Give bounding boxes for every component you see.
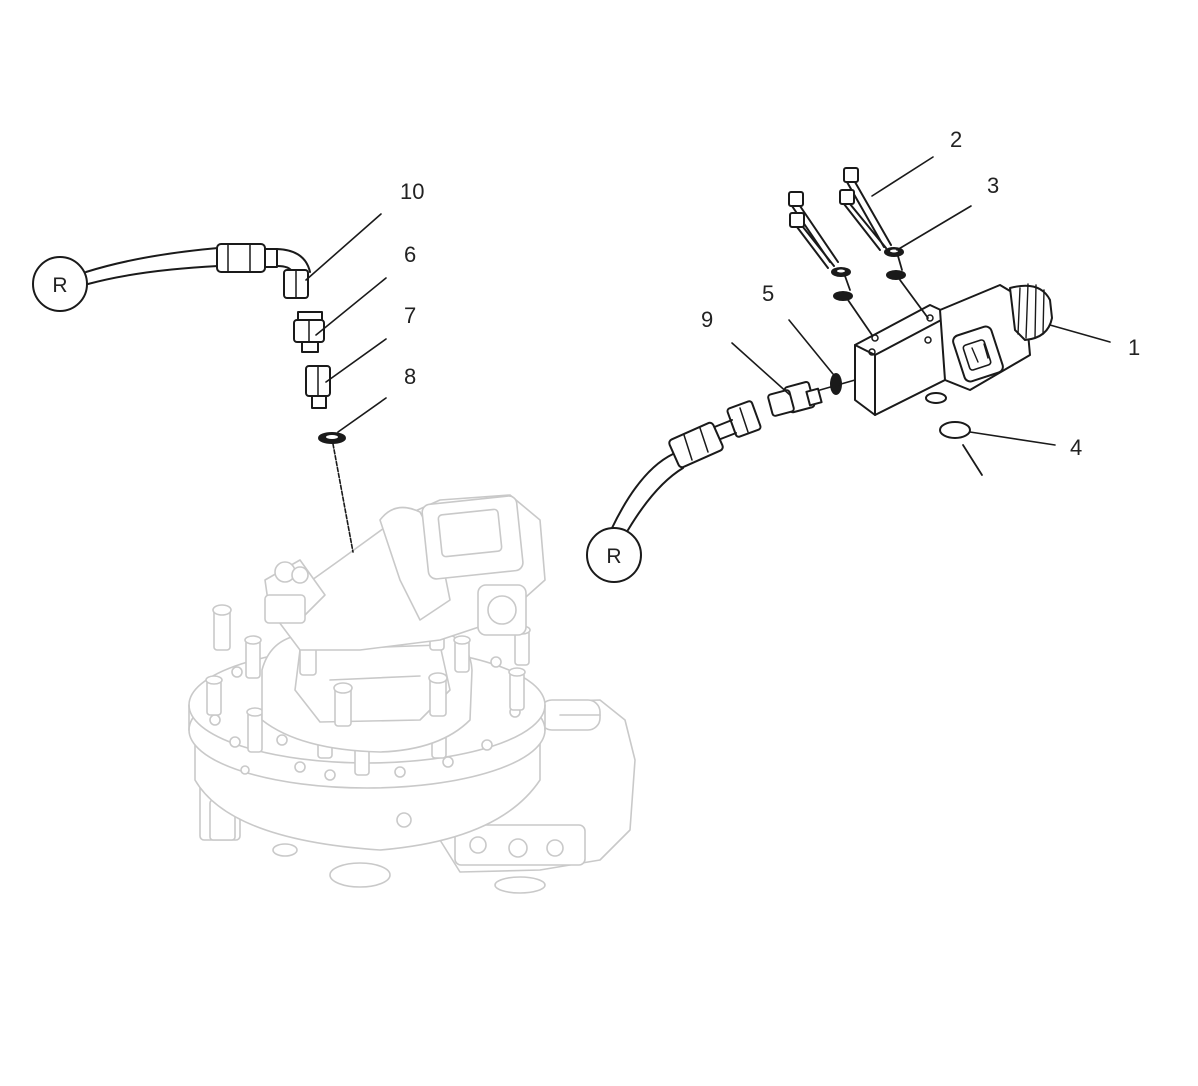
item-4-o-ring <box>939 421 971 439</box>
reference-label-left: R <box>52 274 67 297</box>
left-hose-assembly: R <box>32 243 354 553</box>
hose-right <box>611 453 674 529</box>
item-2-bolts <box>788 167 892 269</box>
callout-8: 8 <box>404 364 416 389</box>
callout-6: 6 <box>404 242 416 267</box>
callout-7: 7 <box>404 303 416 328</box>
callout-9: 9 <box>701 307 713 332</box>
right-valve-assembly: R <box>586 167 1053 583</box>
item-3-washers <box>831 247 906 301</box>
callout-4: 4 <box>1070 435 1082 460</box>
pump-assembly-ghost <box>188 494 636 894</box>
item-9-fitting <box>767 381 823 417</box>
reference-circle-right <box>586 527 642 583</box>
callout-2: 2 <box>950 127 962 152</box>
callout-1: 1 <box>1128 335 1140 360</box>
callout-3: 3 <box>987 173 999 198</box>
item-1-valve-block <box>854 283 1053 416</box>
callout-5: 5 <box>762 281 774 306</box>
item-7-fitting <box>305 365 331 409</box>
hose-left <box>85 247 219 273</box>
reference-label-right: R <box>606 545 621 568</box>
assembly-line-left <box>332 443 354 553</box>
leader-lines <box>305 156 1111 446</box>
item-6-adapter <box>293 311 325 353</box>
callout-10: 10 <box>400 179 424 204</box>
callout-numbers: 10 6 7 8 2 3 5 9 1 4 <box>400 127 1140 460</box>
